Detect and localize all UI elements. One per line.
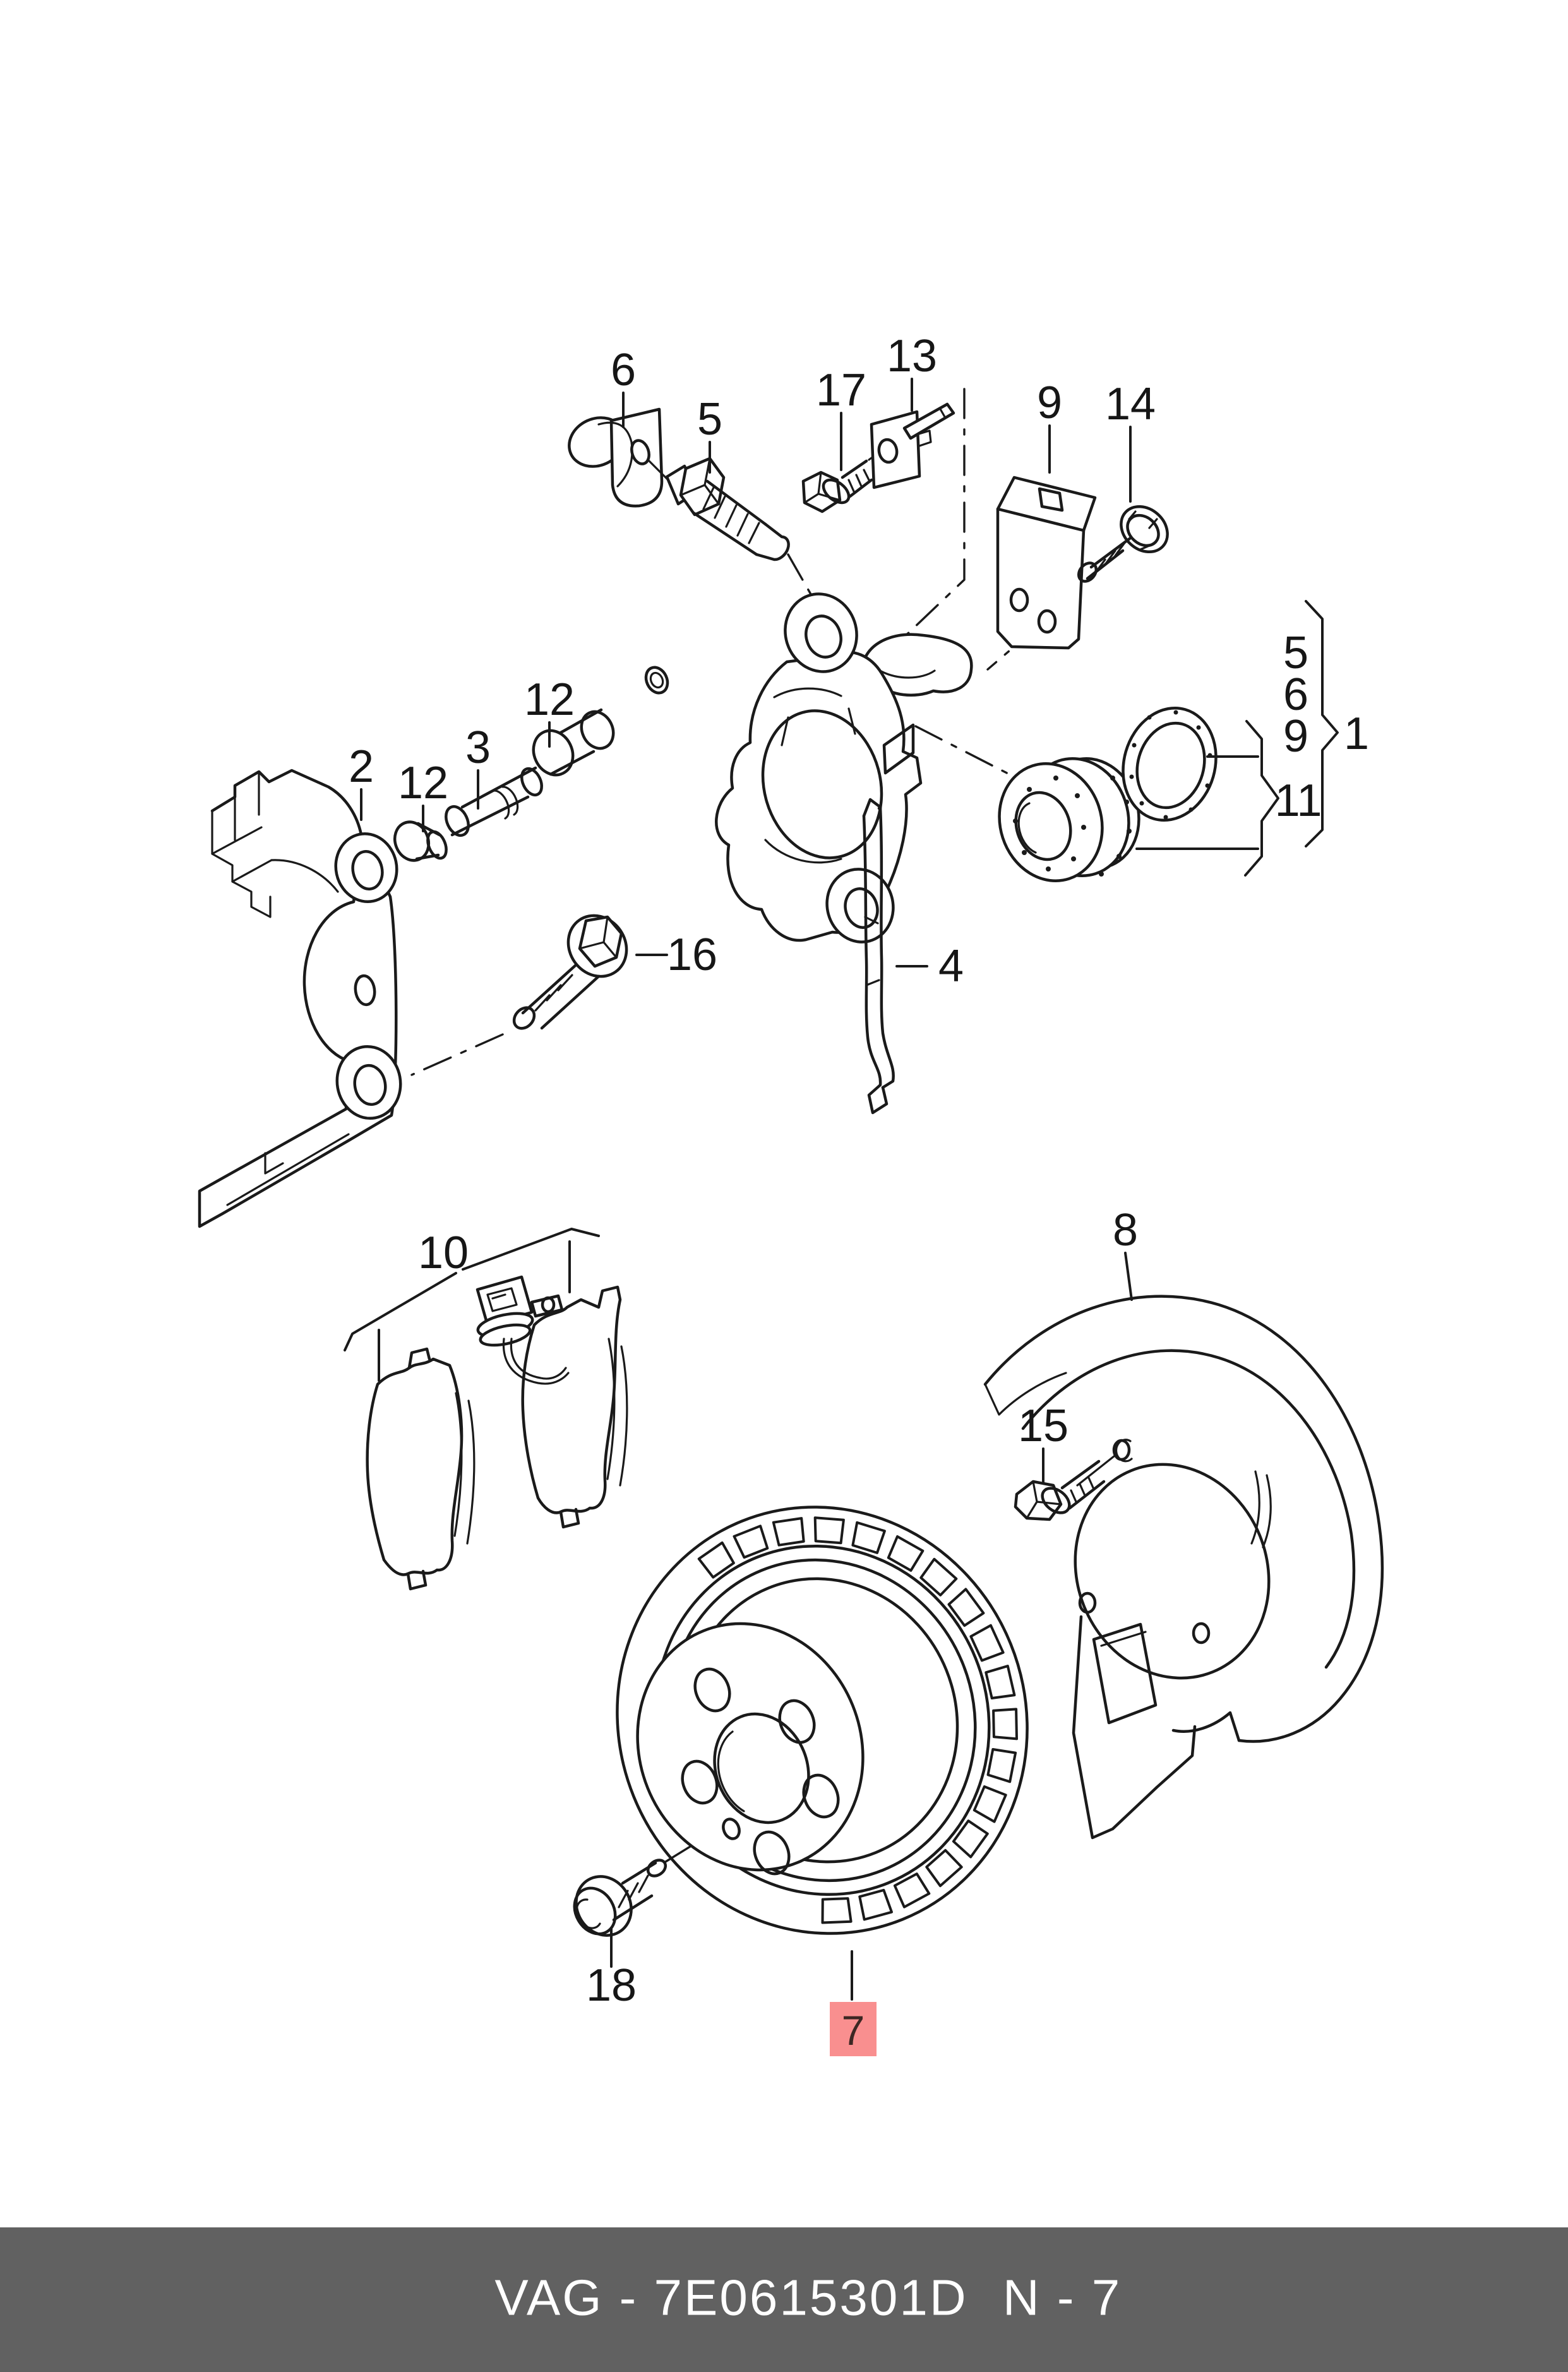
callout-13[interactable]: 13 bbox=[887, 331, 937, 381]
callout-labels: 6 5 17 13 9 14 2 12 3 12 16 4 5 6 9 1 11… bbox=[349, 331, 1369, 2011]
disc-vent-slots bbox=[697, 1516, 1018, 1924]
brake-splash-shield bbox=[983, 1295, 1384, 1840]
wheel-speed-sensor bbox=[568, 407, 669, 508]
footer-page-code: N - 7 bbox=[1002, 2268, 1122, 2325]
guide-pin-cap-small bbox=[393, 820, 448, 862]
pad-retaining-spring bbox=[862, 798, 895, 1115]
brake-pads-set bbox=[344, 1228, 628, 1591]
bracket-bolt bbox=[1077, 505, 1169, 583]
hub-face bbox=[636, 1622, 865, 1876]
caliper-carrier bbox=[198, 769, 402, 1228]
callout-8[interactable]: 8 bbox=[1113, 1205, 1138, 1255]
wire-holder-clip bbox=[870, 402, 955, 489]
callout-2[interactable]: 2 bbox=[349, 741, 374, 792]
wear-sensor-connector bbox=[476, 1275, 570, 1385]
callout-10[interactable]: 10 bbox=[418, 1228, 469, 1278]
brake-pad-inner bbox=[521, 1285, 622, 1514]
callout-group-6[interactable]: 6 bbox=[1283, 669, 1308, 720]
callout-leader-lines bbox=[360, 378, 1133, 2001]
brake-disc bbox=[616, 1506, 1029, 1935]
callout-6[interactable]: 6 bbox=[611, 345, 636, 395]
hub-gasket-ring bbox=[1122, 706, 1218, 822]
group-brackets bbox=[1135, 600, 1339, 877]
disc-set-screw bbox=[573, 1859, 667, 1937]
shield-bolt bbox=[1014, 1455, 1115, 1521]
callout-18[interactable]: 18 bbox=[586, 1960, 637, 2011]
callout-16[interactable]: 16 bbox=[667, 930, 717, 980]
clip-bolt bbox=[801, 448, 884, 513]
guide-pin-cap-large bbox=[532, 666, 669, 777]
highlighted-callout-7[interactable]: 7 bbox=[830, 2002, 877, 2056]
callout-12-right[interactable]: 12 bbox=[524, 674, 575, 725]
hose-bracket bbox=[996, 476, 1097, 650]
guide-stud-bolt bbox=[665, 457, 790, 561]
guide-pin bbox=[445, 766, 543, 837]
brake-caliper-housing bbox=[715, 592, 973, 943]
callout-9[interactable]: 9 bbox=[1037, 378, 1062, 428]
callout-12-left[interactable]: 12 bbox=[398, 758, 448, 808]
callout-17[interactable]: 17 bbox=[816, 365, 866, 416]
callout-15[interactable]: 15 bbox=[1018, 1401, 1068, 1451]
callout-group-5[interactable]: 5 bbox=[1283, 628, 1308, 678]
footer-bar: VAG - 7E0615301D N - 7 bbox=[0, 2227, 1568, 2372]
highlight-box bbox=[830, 2002, 877, 2056]
callout-3[interactable]: 3 bbox=[465, 722, 491, 773]
callout-7[interactable]: 7 bbox=[842, 2007, 865, 2054]
callout-group-9[interactable]: 9 bbox=[1283, 711, 1308, 762]
callout-11[interactable]: 11 bbox=[1275, 776, 1322, 826]
callout-4[interactable]: 4 bbox=[938, 941, 964, 991]
carrier-mounting-bolt bbox=[512, 914, 628, 1030]
footer-part-number: VAG - 7E0615301D bbox=[494, 2268, 968, 2325]
callout-1[interactable]: 1 bbox=[1344, 709, 1369, 759]
brake-pad-outer bbox=[366, 1357, 464, 1576]
callout-5[interactable]: 5 bbox=[697, 394, 722, 445]
callout-14[interactable]: 14 bbox=[1105, 379, 1156, 429]
wheel-bearing bbox=[998, 757, 1140, 883]
